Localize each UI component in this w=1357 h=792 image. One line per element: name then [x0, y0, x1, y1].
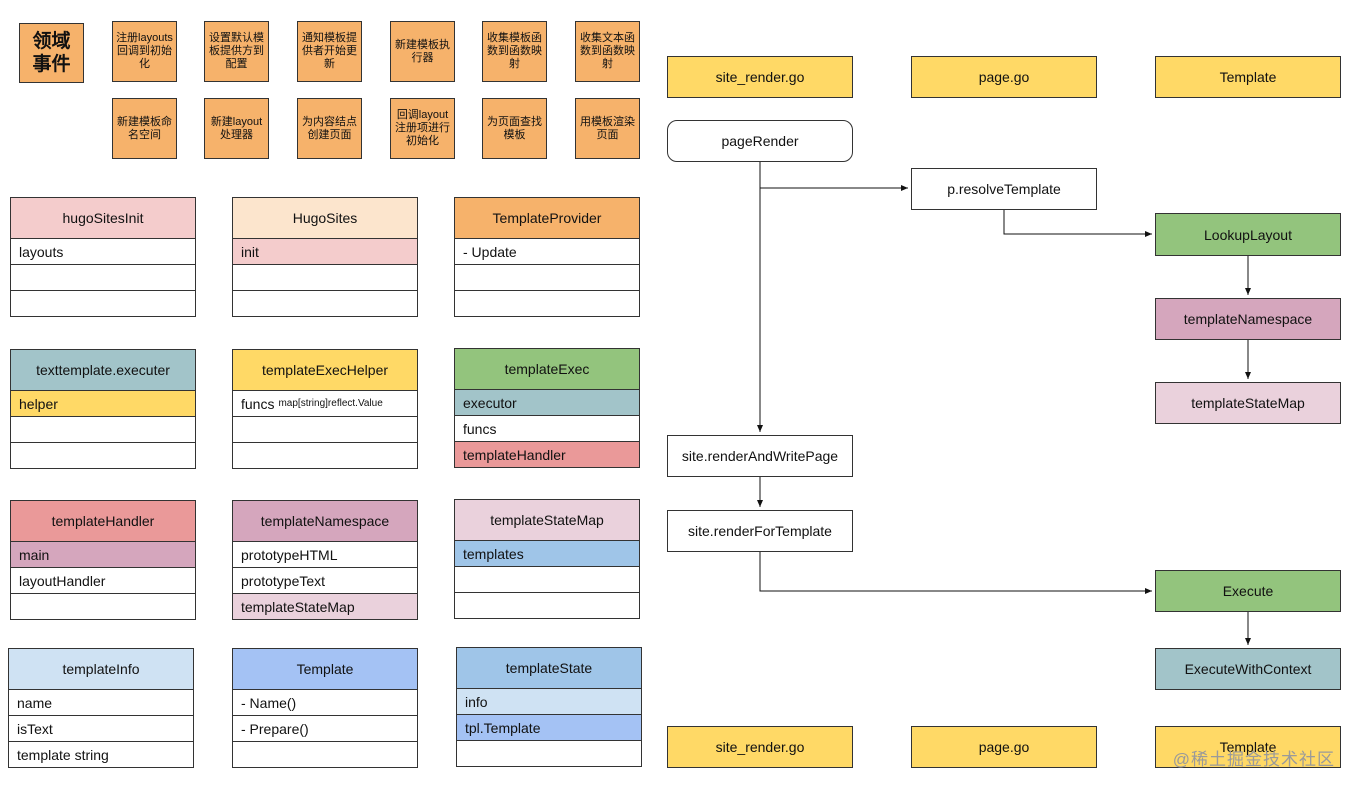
- class-field: [232, 742, 418, 768]
- lane-template-bottom: Template: [1155, 726, 1341, 768]
- class-header: templateInfo: [8, 648, 194, 690]
- class-field: init: [232, 239, 418, 265]
- class-field: isText: [8, 716, 194, 742]
- class-field: - Update: [454, 239, 640, 265]
- class-field: [454, 567, 640, 593]
- class-field: [456, 741, 642, 767]
- class-field: - Name(): [232, 690, 418, 716]
- step-lookuplayout: LookupLayout: [1155, 213, 1341, 256]
- step-renderandwritepage: site.renderAndWritePage: [667, 435, 853, 477]
- class-field: [232, 417, 418, 443]
- class-field: [232, 265, 418, 291]
- class-field: funcs: [454, 416, 640, 442]
- class-field: layoutHandler: [10, 568, 196, 594]
- class-header: templateExec: [454, 348, 640, 390]
- event-note: 用模板渲染页面: [575, 98, 640, 159]
- class-field: funcs map[string]reflect.Value: [232, 391, 418, 417]
- class-header: TemplateProvider: [454, 197, 640, 239]
- class-field: [454, 291, 640, 317]
- event-note: 新建layout处理器: [204, 98, 269, 159]
- class-field: [10, 594, 196, 620]
- lane-site-render-bottom: site_render.go: [667, 726, 853, 768]
- step-templatenamespace: templateNamespace: [1155, 298, 1341, 340]
- class-field: prototypeHTML: [232, 542, 418, 568]
- step-resolvetemplate: p.resolveTemplate: [911, 168, 1097, 210]
- field-name: funcs: [241, 395, 275, 412]
- class-header: texttemplate.executer: [10, 349, 196, 391]
- event-note: 新建模板命名空间: [112, 98, 177, 159]
- field-type: map[string]reflect.Value: [278, 398, 383, 409]
- class-field: [10, 265, 196, 291]
- event-note: 注册layouts回调到初始化: [112, 21, 177, 82]
- event-note: 回调layout注册项进行初始化: [390, 98, 455, 159]
- class-field: tpl.Template: [456, 715, 642, 741]
- class-field: prototypeText: [232, 568, 418, 594]
- step-pagerender: pageRender: [667, 120, 853, 162]
- class-header: Template: [232, 648, 418, 690]
- class-header: templateStateMap: [454, 499, 640, 541]
- arrow-resolvetemplate-to-lookuplayout: [1003, 210, 1152, 237]
- event-note: 收集文本函数到函数映射: [575, 21, 640, 82]
- event-note: 收集模板函数到函数映射: [482, 21, 547, 82]
- event-note: 通知模板提供者开始更新: [297, 21, 362, 82]
- class-field: [232, 291, 418, 317]
- step-execute: Execute: [1155, 570, 1341, 612]
- class-field: templates: [454, 541, 640, 567]
- event-note: 为内容结点创建页面: [297, 98, 362, 159]
- class-field: templateHandler: [454, 442, 640, 468]
- domain-events-title: 领域事件: [19, 23, 84, 83]
- class-field: main: [10, 542, 196, 568]
- lane-site-render-top: site_render.go: [667, 56, 853, 98]
- class-field: info: [456, 689, 642, 715]
- step-executewithcontext: ExecuteWithContext: [1155, 648, 1341, 690]
- arrow-renderfortemplate-to-execute: [759, 552, 1152, 594]
- class-field: [10, 443, 196, 469]
- class-field: executor: [454, 390, 640, 416]
- class-field: [10, 291, 196, 317]
- lane-page-bottom: page.go: [911, 726, 1097, 768]
- event-note: 新建模板执行器: [390, 21, 455, 82]
- class-field: helper: [10, 391, 196, 417]
- class-field: - Prepare(): [232, 716, 418, 742]
- class-header: HugoSites: [232, 197, 418, 239]
- arrow-pagerender-to-resolvetemplate: [759, 162, 908, 191]
- class-header: templateNamespace: [232, 500, 418, 542]
- step-renderfortemplate: site.renderForTemplate: [667, 510, 853, 552]
- watermark: @稀土掘金技术社区: [1172, 750, 1335, 769]
- class-header: templateState: [456, 647, 642, 689]
- class-field: [10, 417, 196, 443]
- class-field: templateStateMap: [232, 594, 418, 620]
- class-field: layouts: [10, 239, 196, 265]
- class-field: [232, 443, 418, 469]
- event-note: 设置默认模板提供方到配置: [204, 21, 269, 82]
- class-field: [454, 265, 640, 291]
- class-header: templateHandler: [10, 500, 196, 542]
- lane-page-top: page.go: [911, 56, 1097, 98]
- class-header: templateExecHelper: [232, 349, 418, 391]
- class-field: name: [8, 690, 194, 716]
- class-header: hugoSitesInit: [10, 197, 196, 239]
- lane-template-top: Template: [1155, 56, 1341, 98]
- event-note: 为页面查找模板: [482, 98, 547, 159]
- class-field: [454, 593, 640, 619]
- class-field: template string: [8, 742, 194, 768]
- step-templatestatemap: templateStateMap: [1155, 382, 1341, 424]
